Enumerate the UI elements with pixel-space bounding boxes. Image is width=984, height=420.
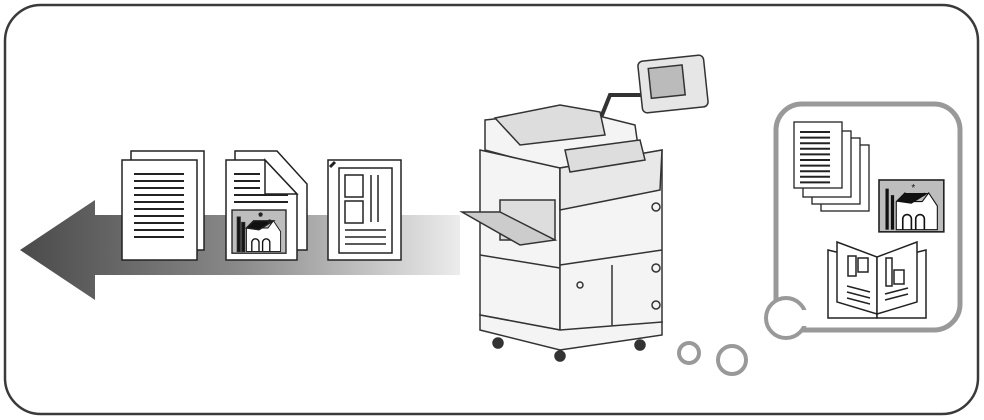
layout-document-icon: [327, 159, 402, 261]
mixed-document-icon: [225, 150, 308, 261]
stacked-pages-icon: [793, 121, 870, 212]
bubble-large: [764, 296, 808, 340]
bubble-small: [677, 341, 701, 365]
multifunction-printer-icon: [459, 54, 709, 362]
open-booklet-icon: [827, 240, 927, 319]
text-document-icon: [121, 150, 205, 261]
bubble-medium: [716, 344, 748, 376]
photo-icon: [878, 179, 945, 233]
